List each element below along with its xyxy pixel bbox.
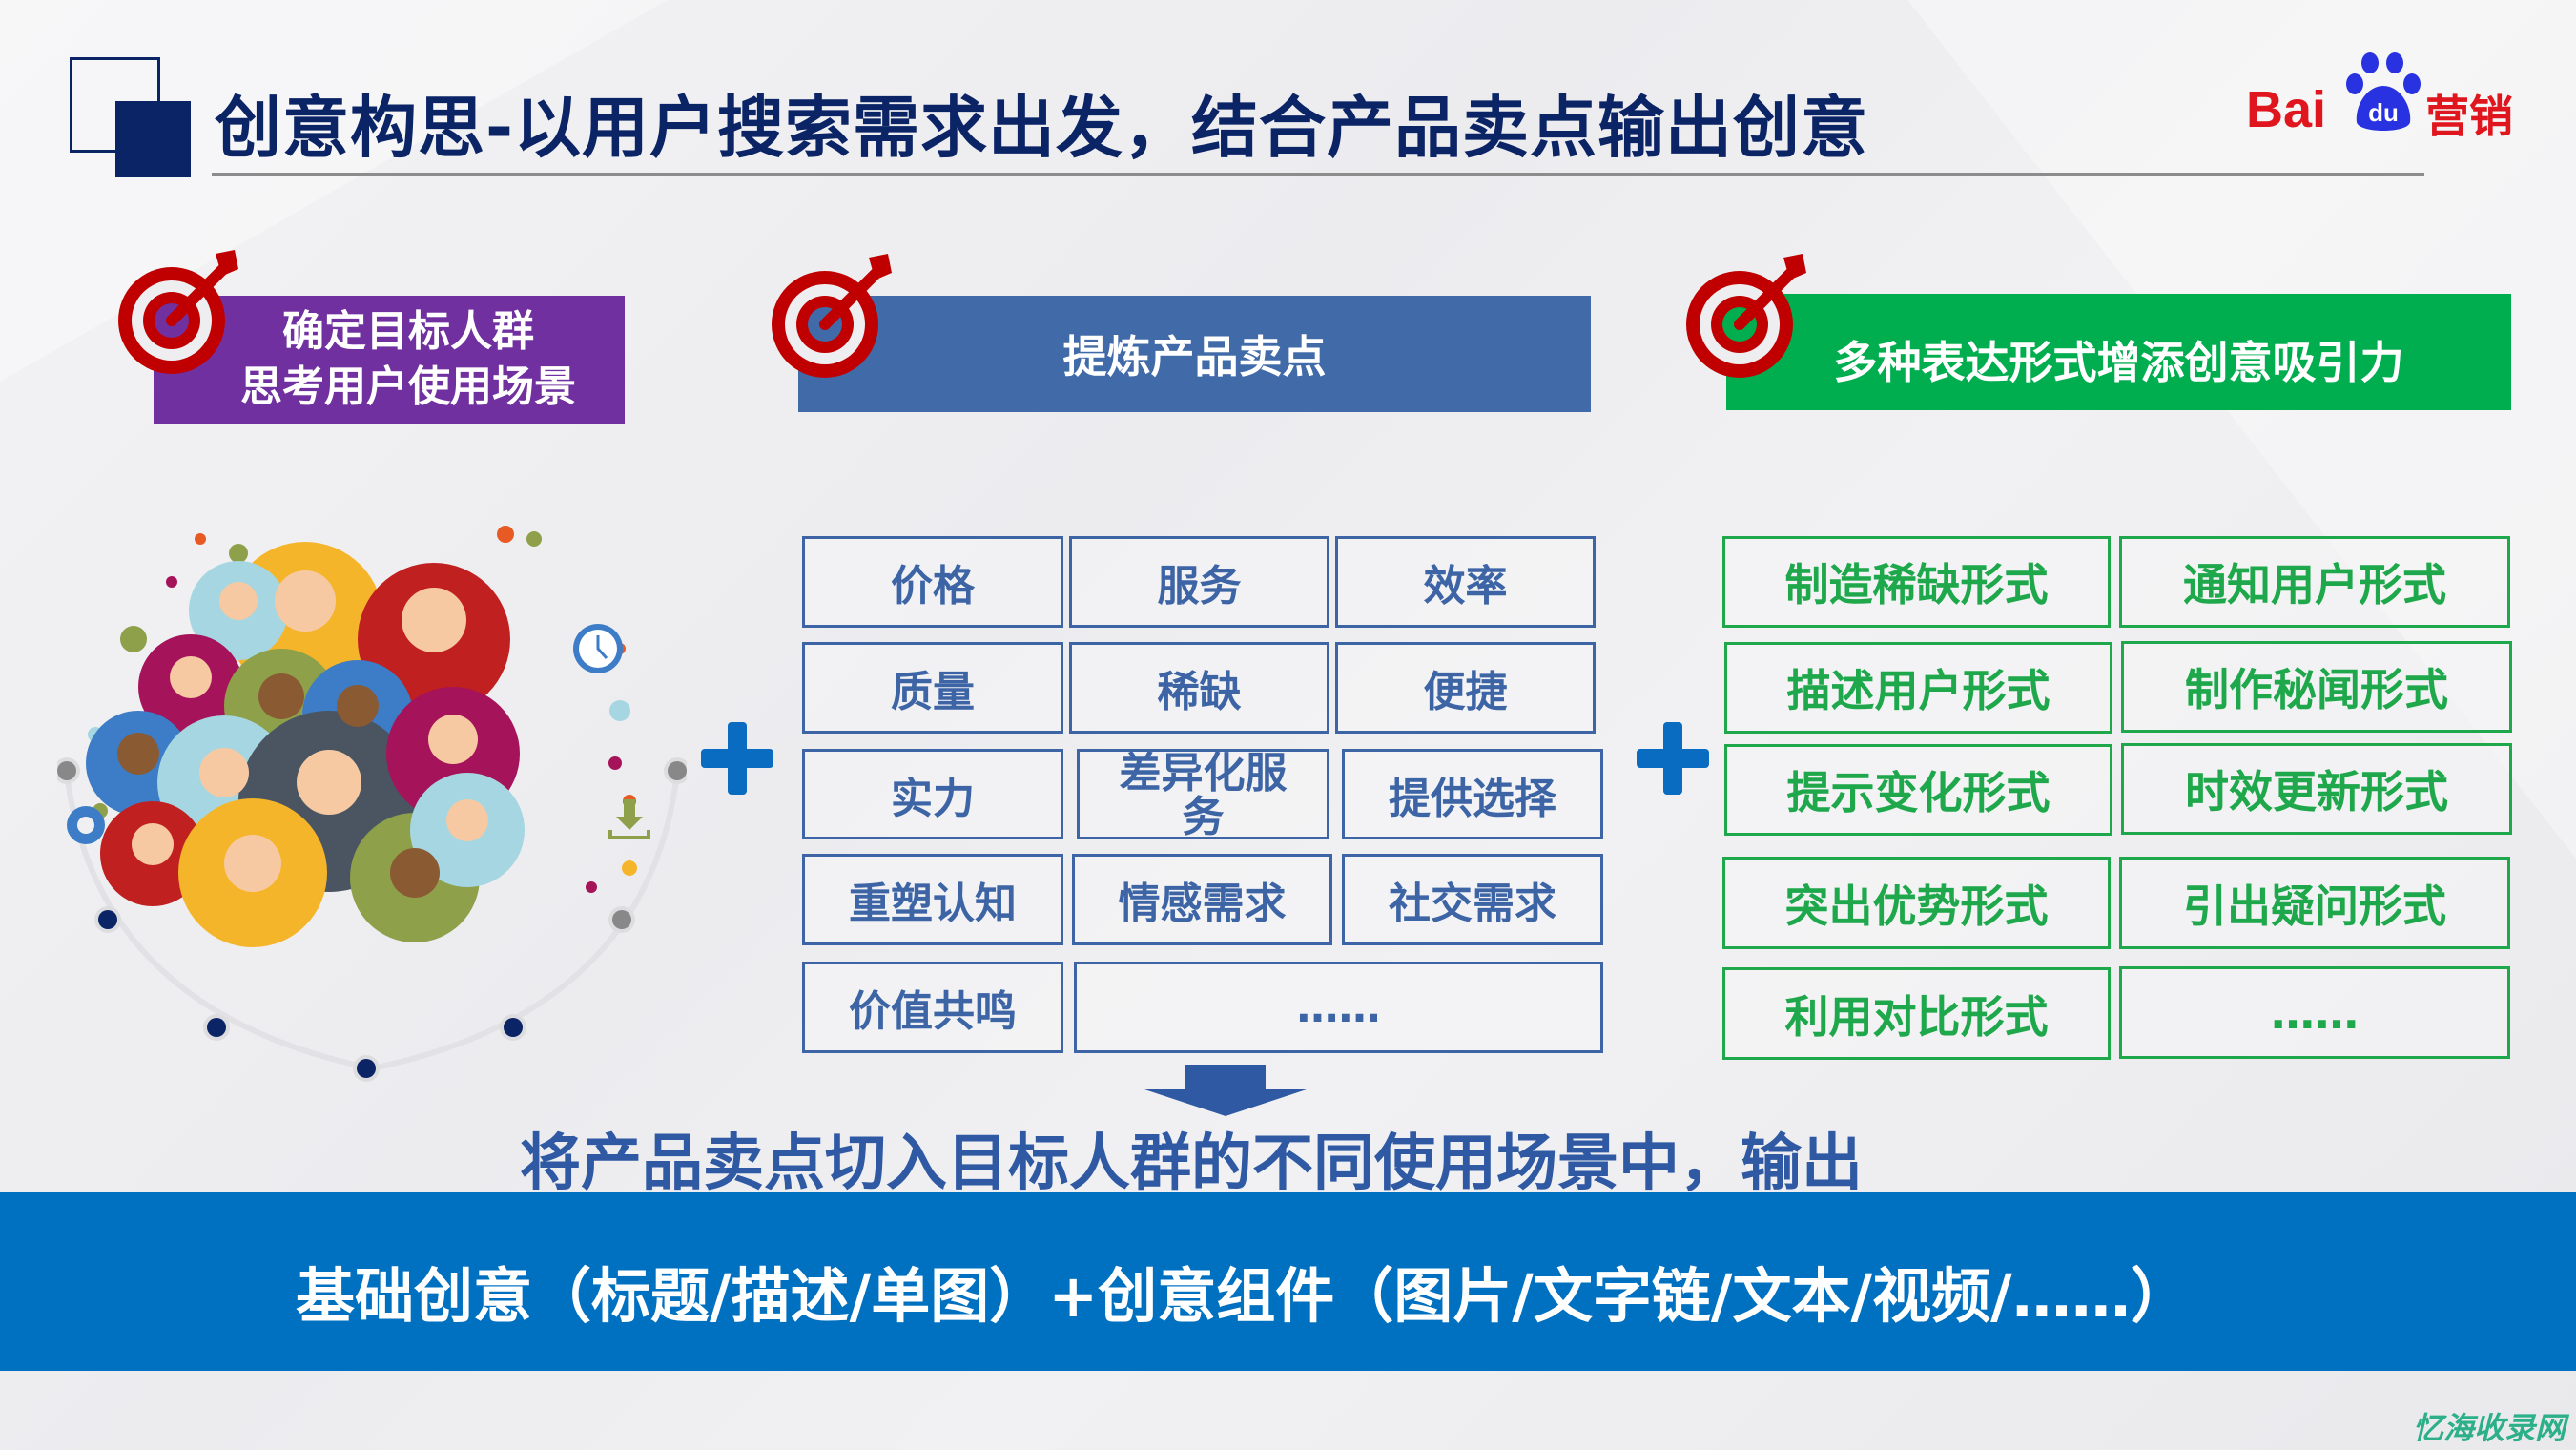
people-avatars-illustration — [57, 526, 687, 1082]
expression-form-cell: 提示变化形式 — [1724, 744, 2112, 836]
plus-icon — [701, 722, 773, 795]
expression-form-cell: 利用对比形式 — [1722, 967, 2111, 1060]
watermark: 忆海收录网 — [2413, 1410, 2566, 1446]
header-expression-forms: 多种表达形式增添创意吸引力 — [1726, 294, 2511, 410]
selling-point-cell: 实力 — [802, 749, 1063, 839]
header-left-line1: 确定目标人群 — [282, 307, 534, 356]
selling-point-cell: 情感需求 — [1072, 854, 1332, 945]
logo-text-marketing: 营销 — [2425, 91, 2513, 142]
selling-point-cell: 差异化服务 — [1077, 749, 1329, 839]
selling-point-cell: 价值共鸣 — [802, 962, 1063, 1053]
page-title: 创意构思-以用户搜索需求出发，结合产品卖点输出创意 — [215, 89, 1869, 167]
paw-icon: du — [2346, 52, 2421, 131]
logo-text-bai: Bai — [2246, 81, 2327, 138]
avatars — [86, 542, 525, 947]
download-icon — [608, 799, 650, 839]
selling-point-cell: 服务 — [1069, 536, 1329, 628]
summary-banner — [0, 1192, 2576, 1371]
expression-form-cell: 制作秘闻形式 — [2121, 641, 2512, 733]
target-arrow-icon — [772, 254, 892, 378]
selling-point-cell: 提供选择 — [1342, 749, 1603, 839]
expression-form-cell: 引出疑问形式 — [2119, 857, 2510, 949]
header-left-line2: 思考用户使用场景 — [240, 362, 576, 411]
down-arrow-icon — [1144, 1065, 1307, 1116]
selling-point-cell: 重塑认知 — [802, 854, 1063, 945]
expression-form-cell: 通知用户形式 — [2119, 536, 2510, 628]
connector-dots — [57, 757, 687, 1082]
expression-form-cell-more: …… — [2119, 966, 2510, 1059]
baidu-marketing-logo: Bai du 营销 — [2246, 50, 2523, 142]
summary-banner-text: 基础创意（标题/描述/单图）+创意组件（图片/文字链/文本/视频/……） — [296, 1261, 2190, 1331]
target-arrow-icon — [1686, 254, 1806, 378]
selling-point-cell: 社交需求 — [1342, 854, 1603, 945]
selling-point-cell: 质量 — [802, 642, 1063, 734]
plus-icon — [1637, 722, 1709, 795]
selling-point-cell: 稀缺 — [1069, 642, 1329, 734]
selling-point-cell: 效率 — [1335, 536, 1596, 628]
target-arrow-icon — [118, 250, 238, 374]
selling-point-cell: 便捷 — [1335, 642, 1596, 734]
selling-point-cell-more: …… — [1074, 962, 1603, 1053]
expression-form-cell: 描述用户形式 — [1724, 642, 2112, 734]
expression-form-cell: 时效更新形式 — [2121, 743, 2512, 835]
header-target-audience: 确定目标人群 思考用户使用场景 — [154, 296, 625, 424]
output-subtitle: 将产品卖点切入目标人群的不同使用场景中，输出 — [520, 1129, 1863, 1199]
gear-icon — [67, 806, 105, 844]
selling-point-cell: 价格 — [802, 536, 1063, 628]
expression-form-cell: 突出优势形式 — [1722, 857, 2111, 949]
header-product-selling-points: 提炼产品卖点 — [798, 296, 1591, 412]
title-decoration-fill — [115, 101, 191, 177]
title-underline — [212, 173, 2424, 176]
clock-icon — [573, 624, 623, 673]
expression-form-cell: 制造稀缺形式 — [1722, 536, 2111, 628]
svg-text:du: du — [2368, 98, 2399, 127]
